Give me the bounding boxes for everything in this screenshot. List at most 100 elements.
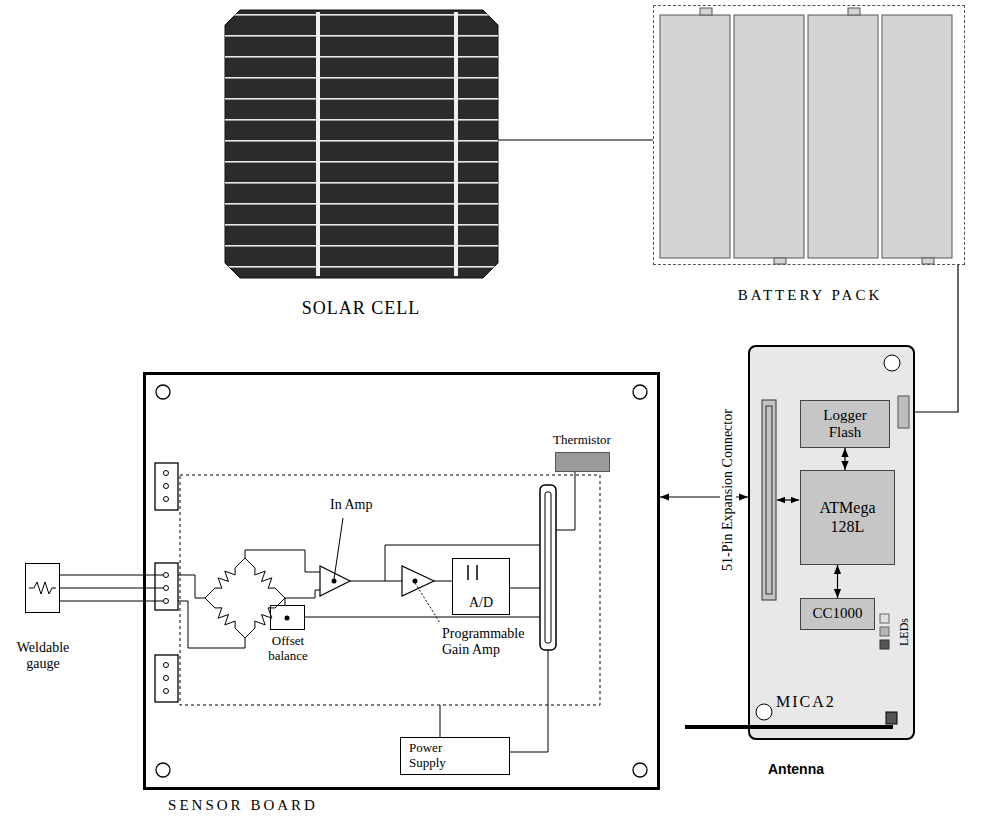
part-label: In Amp — [330, 497, 392, 513]
terminal-block — [155, 655, 178, 702]
solar-cell — [225, 10, 498, 278]
wire — [178, 575, 205, 598]
expansion-connector — [545, 492, 551, 643]
led — [880, 627, 889, 636]
battery-pack: BATTERY PACK — [653, 5, 965, 265]
vertical-label: 51-Pin Expansion Connector — [720, 375, 736, 605]
solar-cell: SOLAR CELL — [225, 10, 498, 278]
node-text: ATMega 128L — [812, 499, 884, 536]
mount-hole — [756, 704, 772, 720]
antenna-connector — [886, 712, 897, 724]
terminal — [164, 586, 169, 591]
data-arrow — [837, 565, 838, 598]
circuit-region — [180, 475, 600, 705]
terminal — [164, 663, 169, 668]
battery — [882, 15, 952, 258]
node-text: A/D — [469, 595, 493, 611]
terminal — [164, 676, 169, 681]
node-text: Offset balance — [257, 634, 319, 664]
expansion-connector — [762, 400, 776, 600]
node-text: Weldable gauge — [4, 640, 82, 672]
battery — [734, 15, 804, 258]
node-text: SOLAR CELL — [250, 298, 472, 319]
strain-gauge: Weldable gauge — [25, 563, 60, 613]
mount-hole — [633, 385, 647, 399]
terminal-block — [155, 463, 178, 510]
gauge-wire — [60, 601, 163, 602]
leader-line — [415, 583, 440, 623]
leader-line — [334, 518, 343, 579]
node-text: MICA2 — [776, 693, 880, 711]
vertical-label: LEDs — [896, 612, 912, 652]
wire — [305, 617, 540, 618]
sensor-board: SENSOR BOARDThermistorOffset balanceA/DP… — [143, 372, 660, 790]
resistor-symbol — [29, 582, 56, 594]
wire — [556, 472, 575, 530]
led — [880, 640, 889, 649]
resistor-symbol — [245, 598, 285, 638]
battery — [660, 15, 730, 258]
data-arrow — [844, 448, 845, 470]
terminal — [164, 599, 169, 604]
mount-hole — [884, 355, 900, 371]
wire — [434, 581, 452, 582]
node-text: SENSOR BOARD — [143, 797, 343, 814]
gauge-wire — [60, 575, 163, 576]
wire — [498, 139, 653, 140]
battery-terminal — [774, 258, 786, 264]
part-label: Programmable Gain Amp — [442, 626, 536, 658]
wire — [510, 588, 540, 589]
node-text: BATTERY PACK — [700, 287, 920, 304]
node-text: Power Supply — [409, 741, 465, 771]
adc-mark — [476, 565, 478, 580]
mount-hole — [156, 763, 170, 777]
thermistor: Thermistor — [555, 452, 610, 472]
dot — [285, 616, 290, 621]
node-text: Logger Flash — [814, 407, 876, 442]
mount-hole — [156, 385, 170, 399]
terminal-block — [155, 563, 178, 610]
wire — [440, 705, 441, 737]
terminal — [164, 497, 169, 502]
mote-board — [748, 345, 915, 740]
terminal — [164, 471, 169, 476]
dot — [413, 579, 418, 584]
offset-balance: Offset balance — [270, 605, 305, 630]
resistor-symbol — [245, 558, 285, 598]
terminal — [164, 573, 169, 578]
power-connector — [898, 396, 909, 428]
terminal — [164, 689, 169, 694]
led — [880, 614, 889, 623]
wire — [350, 581, 402, 582]
expansion-connector — [766, 406, 772, 594]
flash-chip: Logger Flash — [800, 400, 890, 448]
expansion-connector — [540, 485, 556, 650]
mount-hole — [633, 763, 647, 777]
antenna — [685, 725, 893, 729]
adc-box: A/D — [452, 558, 510, 615]
battery-terminal — [848, 8, 860, 15]
busbar — [454, 12, 458, 276]
wire — [285, 590, 320, 598]
cell-fingers — [225, 10, 498, 278]
busbar — [316, 12, 320, 276]
resistor-symbol — [205, 598, 245, 638]
node-text: Thermistor — [542, 433, 622, 448]
terminal — [164, 484, 169, 489]
microcontroller-chip: ATMega 128L — [800, 470, 895, 565]
radio-chip: CC1000 — [800, 598, 875, 630]
wire — [510, 650, 548, 752]
battery-terminal — [922, 258, 934, 264]
power-supply-box: Power Supply — [400, 737, 510, 775]
battery-terminal — [700, 8, 712, 15]
wire — [385, 545, 540, 581]
wire — [915, 265, 958, 412]
wire — [245, 550, 320, 572]
dot — [332, 579, 337, 584]
amplifier-symbol — [402, 566, 434, 596]
gauge-wire — [60, 588, 163, 589]
resistor-symbol — [205, 558, 245, 598]
adc-mark — [467, 565, 469, 580]
part-label: Antenna — [768, 761, 858, 777]
battery — [808, 15, 878, 258]
